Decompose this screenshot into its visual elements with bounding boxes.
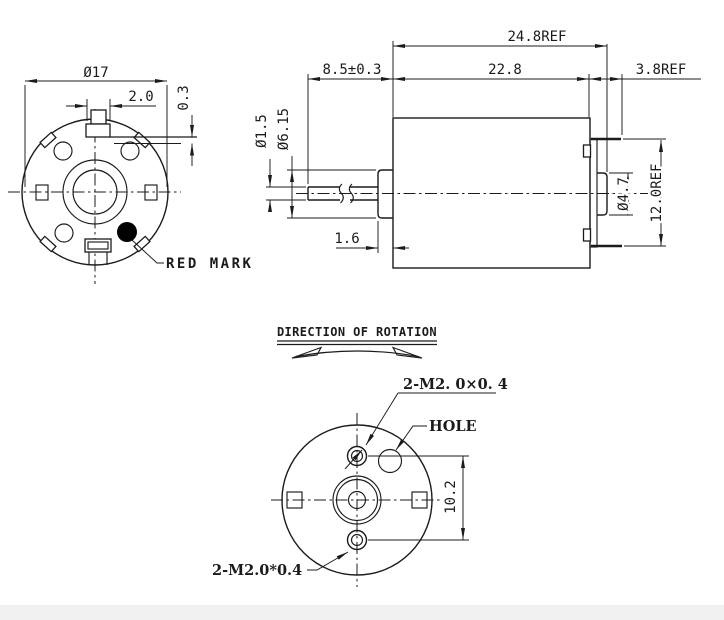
rear-side-tab-left bbox=[286, 491, 303, 509]
screw-hole-bottom bbox=[346, 529, 368, 551]
side-view: 24.8REF 22.8 8.5±0.3 3.8REF Ø1.5 bbox=[252, 29, 701, 269]
dim-screw-spacing: 10.2 bbox=[368, 455, 469, 541]
dim-body-length-text: 22.8 bbox=[488, 62, 522, 78]
rotation-arrow-icon bbox=[291, 346, 423, 359]
dim-bushing-length: 1.6 bbox=[334, 221, 409, 253]
dim-shaft-length: 8.5±0.3 bbox=[307, 62, 393, 184]
rim-notch bbox=[39, 131, 57, 149]
dim-terminal-thickness: 0.3 bbox=[174, 83, 195, 166]
rim-notch bbox=[39, 235, 57, 253]
top-terminal-tab bbox=[90, 109, 107, 125]
bottom-terminal-inner bbox=[87, 241, 109, 250]
dim-rear-boss-diameter: Ø4.7 bbox=[609, 172, 635, 216]
endcap-clip bbox=[582, 228, 592, 242]
dim-bushing-diameter: Ø6.15 bbox=[274, 105, 376, 219]
rear-view: DIRECTION OF ROTATION 2-M2. 0×0. 4 bbox=[212, 325, 508, 587]
dim-terminal-width: 2.0 bbox=[66, 89, 156, 121]
dim-shaft-diameter-text: Ø1.5 bbox=[254, 114, 270, 148]
footer-strip bbox=[0, 605, 724, 620]
side-tab-right bbox=[144, 184, 158, 201]
screw-spec-bottom-callout: 2-M2.0*0.4 bbox=[212, 551, 349, 579]
rear-boss-ring-outer bbox=[332, 475, 382, 525]
red-mark-leader bbox=[131, 239, 164, 264]
dim-rear-boss-diameter-text: Ø4.7 bbox=[616, 177, 632, 211]
plain-hole bbox=[377, 448, 403, 474]
dim-front-diameter-text: Ø17 bbox=[83, 65, 108, 81]
dim-terminal-thickness-text: 0.3 bbox=[176, 85, 192, 110]
rear-outer-circle bbox=[281, 424, 433, 576]
rear-shaft-hole bbox=[347, 490, 367, 510]
rotation-title: DIRECTION OF ROTATION bbox=[277, 325, 437, 339]
endcap-clip bbox=[582, 144, 592, 158]
dim-front-diameter: Ø17 bbox=[24, 65, 168, 187]
screw-spec-bottom-text: 2-M2.0*0.4 bbox=[212, 562, 302, 579]
side-tab-left bbox=[35, 184, 49, 201]
dim-body-length: 22.8 bbox=[393, 62, 590, 117]
front-bearing-ring bbox=[62, 159, 128, 225]
dim-terminal-width-text: 2.0 bbox=[128, 89, 153, 105]
hole-callout: HOLE bbox=[395, 418, 477, 451]
shaft-outline bbox=[307, 186, 378, 201]
dim-rear-length: 3.8REF bbox=[589, 62, 701, 135]
dim-bushing-length-text: 1.6 bbox=[334, 231, 359, 247]
dim-total-length-text: 24.8REF bbox=[507, 29, 566, 45]
screw-spec-top-text: 2-M2. 0×0. 4 bbox=[403, 376, 508, 393]
vent-hole bbox=[120, 141, 140, 161]
dim-terminal-span: 12.0REF bbox=[623, 138, 668, 247]
red-mark-dot bbox=[117, 222, 137, 242]
hole-label-text: HOLE bbox=[429, 418, 477, 435]
red-mark-label: RED MARK bbox=[166, 256, 253, 272]
vent-hole bbox=[53, 141, 73, 161]
front-view: Ø17 2.0 0.3 RED MARK bbox=[8, 65, 253, 284]
bottom-terminal-plate bbox=[84, 238, 112, 253]
dim-shaft-length-text: 8.5±0.3 bbox=[322, 62, 381, 78]
bottom-terminal-stubs bbox=[88, 252, 108, 265]
front-shaft-boss bbox=[72, 169, 118, 215]
screw-hole-top bbox=[346, 445, 368, 467]
dim-shaft-diameter: Ø1.5 bbox=[252, 112, 306, 212]
dim-total-length: 24.8REF bbox=[392, 29, 608, 172]
screw-spec-top-callout: 2-M2. 0×0. 4 bbox=[344, 376, 508, 470]
rear-boss-ring-inner bbox=[335, 478, 379, 522]
dim-rear-length-text: 3.8REF bbox=[636, 62, 687, 78]
vent-hole bbox=[54, 223, 74, 243]
dim-terminal-span-text: 12.0REF bbox=[649, 163, 665, 222]
rotation-title-underline bbox=[277, 340, 437, 346]
rim-notch bbox=[133, 235, 151, 253]
dim-screw-spacing-text: 10.2 bbox=[443, 480, 459, 514]
screw-hole-bottom-minor bbox=[350, 533, 364, 547]
dim-bushing-diameter-text: Ø6.15 bbox=[276, 108, 292, 150]
rear-side-tab-right bbox=[411, 491, 428, 509]
top-terminal-plate bbox=[85, 123, 111, 138]
